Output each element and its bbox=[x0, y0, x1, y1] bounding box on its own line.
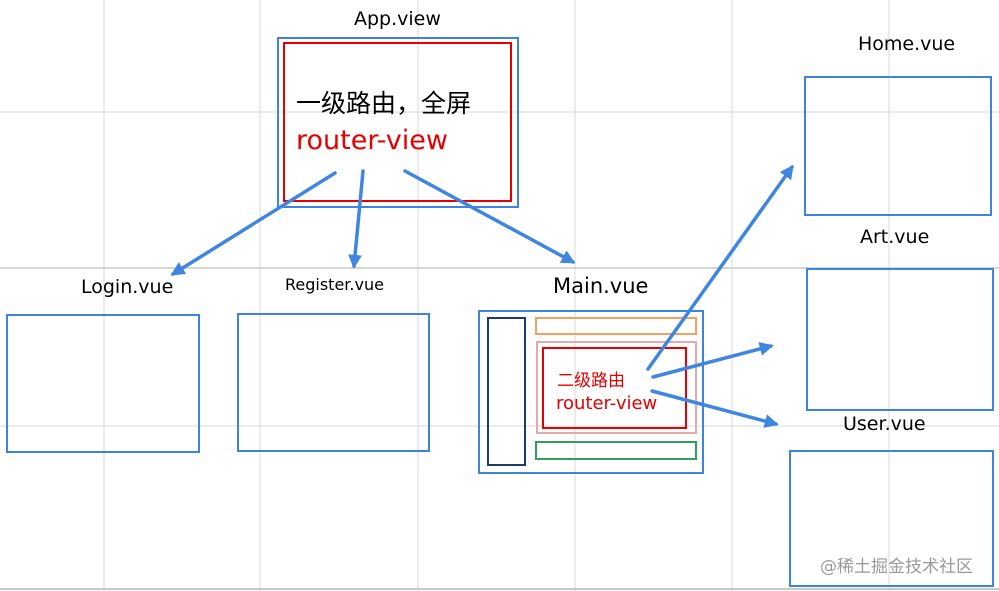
user-title: User.vue bbox=[843, 413, 926, 435]
main-router-view-label: router-view bbox=[556, 393, 658, 414]
art-title: Art.vue bbox=[860, 226, 930, 248]
main-footer-bar bbox=[535, 441, 697, 460]
register-box bbox=[237, 313, 430, 452]
login-box bbox=[6, 314, 200, 453]
app-router-label: 一级路由，全屏 bbox=[296, 89, 472, 118]
app-title: App.view bbox=[354, 8, 441, 30]
login-title: Login.vue bbox=[81, 276, 174, 298]
app-view-box bbox=[277, 37, 519, 208]
main-title: Main.vue bbox=[553, 274, 649, 298]
register-title: Register.vue bbox=[285, 275, 384, 294]
home-box bbox=[804, 76, 992, 216]
main-content-outer bbox=[536, 341, 697, 434]
watermark: @稀土掘金技术社区 bbox=[820, 557, 973, 577]
app-router-view-box bbox=[283, 42, 512, 202]
home-title: Home.vue bbox=[858, 33, 956, 55]
app-router-view-label: router-view bbox=[296, 125, 448, 156]
main-sidebar bbox=[487, 317, 526, 466]
main-router-view-box bbox=[542, 347, 687, 429]
main-router-label: 二级路由 bbox=[557, 371, 625, 391]
user-box bbox=[789, 450, 994, 587]
main-header-bar bbox=[535, 317, 697, 335]
art-box bbox=[806, 268, 994, 411]
